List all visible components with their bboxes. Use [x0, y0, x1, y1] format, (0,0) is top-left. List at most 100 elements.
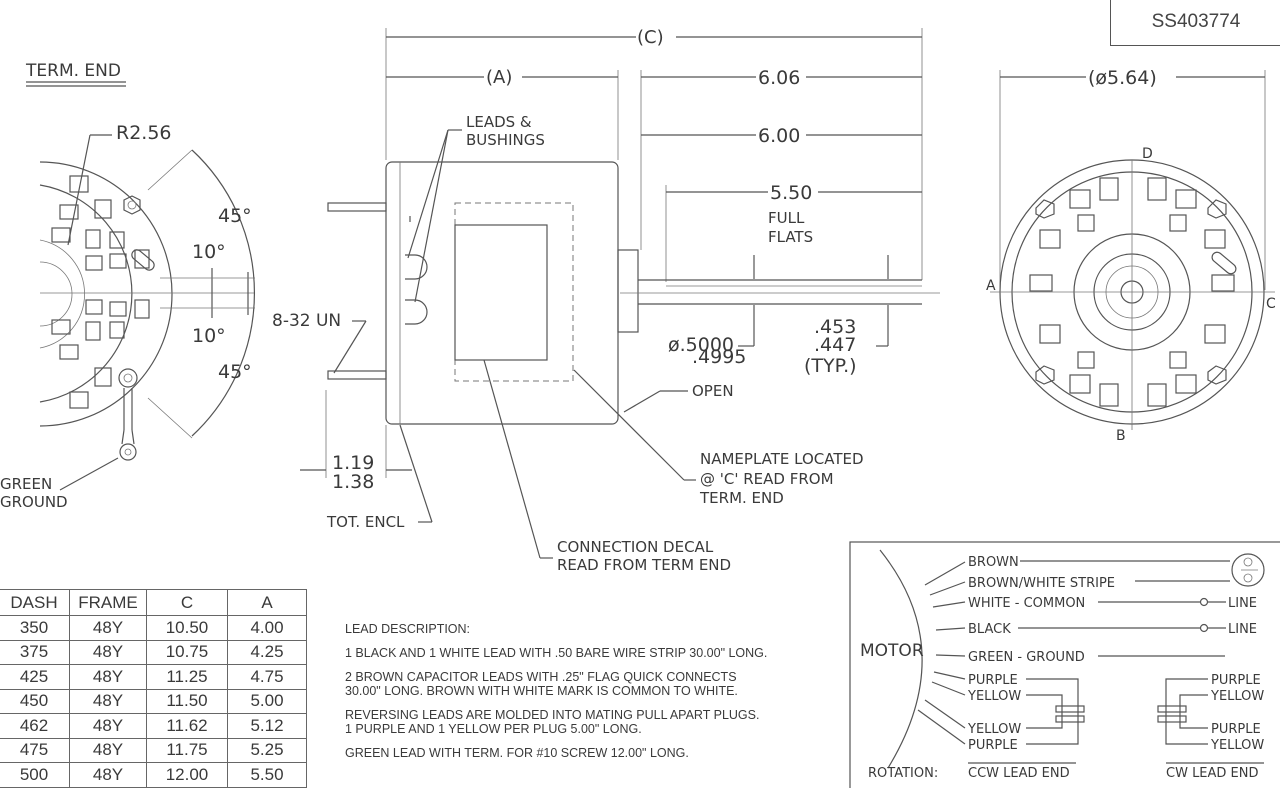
dim-550: 5.50: [770, 182, 812, 204]
lead-description-notes: LEAD DESCRIPTION: 1 BLACK AND 1 WHITE LE…: [345, 622, 845, 770]
cell: 350: [0, 615, 70, 641]
wire-yellow-bottom: YELLOW: [967, 722, 1021, 737]
cell: 48Y: [69, 762, 147, 788]
cell: 5.25: [227, 737, 307, 763]
decal-1: CONNECTION DECAL: [557, 538, 714, 556]
header-frame: FRAME: [69, 589, 147, 616]
header-c: C: [146, 589, 228, 616]
cell: 4.75: [227, 664, 307, 690]
notes-heading: LEAD DESCRIPTION:: [345, 622, 471, 636]
cell: 4.25: [227, 639, 307, 665]
shaft-dia-2: .4995: [692, 346, 746, 368]
decal-2: READ FROM TERM END: [557, 556, 731, 574]
term-end-title: TERM. END: [25, 61, 121, 81]
line-2: LINE: [1228, 622, 1257, 637]
wire-white-common: WHITE - COMMON: [968, 596, 1085, 611]
wire-green-ground: GREEN - GROUND: [968, 650, 1085, 665]
cell: 11.25: [146, 664, 228, 690]
header-dash: DASH: [0, 589, 70, 616]
cell: 375: [0, 639, 70, 665]
dim-119: 1.19: [332, 452, 374, 474]
view-label-b: B: [1116, 428, 1126, 444]
cell: 48Y: [69, 615, 147, 641]
angle-45-bottom: 45°: [218, 361, 252, 383]
note-1: 1 BLACK AND 1 WHITE LEAD WITH .50 BARE W…: [345, 646, 768, 660]
wire-yellow-top: YELLOW: [967, 689, 1021, 704]
r-wire-yellow-bottom: YELLOW: [1210, 738, 1264, 753]
wiring-diagram: MOTOR BROWN BROWN/WHITE STRIPE WHITE - C…: [849, 541, 1280, 788]
cell: 11.50: [146, 688, 228, 714]
header-a: A: [227, 589, 307, 616]
cell: 475: [0, 737, 70, 763]
dim-138: 1.38: [332, 471, 374, 493]
view-label-d: D: [1142, 146, 1153, 162]
tot-encl-label: TOT. ENCL: [326, 513, 405, 531]
note-2: 2 BROWN CAPACITOR LEADS WITH .25" FLAG Q…: [345, 670, 738, 698]
wire-black: BLACK: [968, 622, 1011, 637]
flat-dim-1: .453: [814, 316, 856, 338]
cell: 48Y: [69, 639, 147, 665]
nameplate-1: NAMEPLATE LOCATED: [700, 450, 864, 468]
vent-slots-left: [51, 175, 150, 409]
wire-brown: BROWN: [968, 555, 1019, 570]
cell: 4.00: [227, 615, 307, 641]
cell: 5.12: [227, 713, 307, 739]
r-wire-purple-bottom: PURPLE: [1211, 722, 1261, 737]
leads-label-2: BUSHINGS: [466, 131, 545, 149]
shaft-end-view: (ø5.64) D A C B: [986, 67, 1276, 444]
wire-purple-top: PURPLE: [968, 673, 1018, 688]
dim-a: (A): [486, 67, 512, 88]
cell: 48Y: [69, 713, 147, 739]
flat-dim-2: .447: [814, 334, 856, 356]
full-flats-1: FULL: [768, 209, 805, 227]
view-label-c: C: [1266, 296, 1276, 312]
wire-purple-bottom: PURPLE: [968, 738, 1018, 753]
cell: 500: [0, 762, 70, 788]
cell: 48Y: [69, 688, 147, 714]
cell: 12.00: [146, 762, 228, 788]
r-wire-yellow-top: YELLOW: [1210, 689, 1264, 704]
motor-label: MOTOR: [860, 641, 924, 661]
cell: 11.62: [146, 713, 228, 739]
ground-label: GROUND: [0, 493, 68, 511]
wire-brown-white: BROWN/WHITE STRIPE: [968, 576, 1115, 591]
side-view: (C) (A) 6.06 6.00 5.50 FULL FLATS LEADS …: [272, 27, 940, 574]
angle-45-top: 45°: [218, 205, 252, 227]
rotation-label: ROTATION:: [868, 766, 938, 781]
cell: 10.50: [146, 615, 228, 641]
dim-c: (C): [637, 27, 664, 48]
leads-label-1: LEADS &: [466, 113, 532, 131]
cell: 48Y: [69, 664, 147, 690]
vent-slots-right: [1029, 177, 1235, 407]
terminal-end-view: TERM. END R2.56 45°: [0, 61, 256, 511]
cell: 10.75: [146, 639, 228, 665]
diameter-label: (ø5.64): [1088, 67, 1157, 89]
thread-label: 8-32 UN: [272, 311, 341, 331]
view-label-a: A: [986, 278, 996, 294]
part-number: SS403774: [1151, 11, 1241, 32]
dim-600: 6.00: [758, 125, 800, 147]
ccw-lead-end: CCW LEAD END: [968, 766, 1070, 781]
cell: 462: [0, 713, 70, 739]
nameplate-3: TERM. END: [699, 489, 784, 507]
table-header-row: DASH FRAME C A: [0, 589, 307, 616]
dim-606: 6.06: [758, 67, 800, 89]
full-flats-2: FLATS: [768, 228, 813, 246]
cell: 450: [0, 688, 70, 714]
open-label: OPEN: [692, 382, 734, 400]
cell: 11.75: [146, 737, 228, 763]
flat-typ: (TYP.): [804, 355, 857, 377]
cell: 425: [0, 664, 70, 690]
nameplate-2: @ 'C' READ FROM: [700, 470, 834, 488]
note-4: GREEN LEAD WITH TERM. FOR #10 SCREW 12.0…: [345, 746, 689, 760]
note-3: REVERSING LEADS ARE MOLDED INTO MATING P…: [345, 708, 760, 736]
shaft-dia-1: ø.5000: [668, 334, 734, 356]
